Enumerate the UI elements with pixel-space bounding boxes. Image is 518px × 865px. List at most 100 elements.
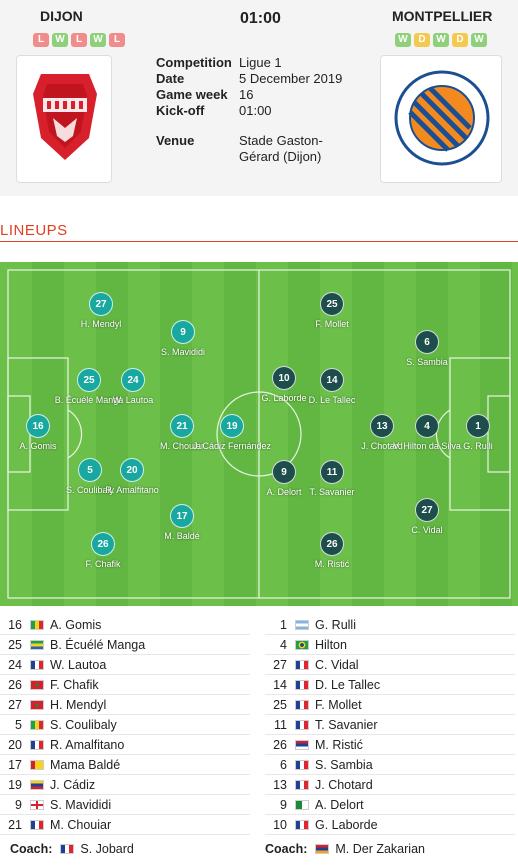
brazil-flag-icon	[295, 639, 309, 650]
roster-number: 9	[280, 797, 287, 812]
roster-player-name[interactable]: M. Ristić	[315, 737, 363, 752]
roster-player-name[interactable]: G. Laborde	[315, 817, 378, 832]
france-flag-icon	[295, 719, 309, 730]
roster-player-name[interactable]: S. Mavididi	[50, 797, 112, 812]
info-value[interactable]: Stade Gaston-Gérard (Dijon)	[239, 133, 323, 164]
roster-row: 9 A. Delort	[265, 795, 515, 815]
info-label: Date	[156, 71, 185, 86]
player-name: S. Coulibaly	[65, 485, 115, 495]
roster-row: 24 W. Lautoa	[0, 655, 250, 675]
roster-number: 27	[8, 697, 22, 712]
player-name: M. Ristić	[314, 559, 350, 569]
roster-player-name[interactable]: A. Delort	[315, 797, 364, 812]
roster-player-name[interactable]: M. Chouiar	[50, 817, 112, 832]
home-coach: Coach: S. Jobard	[10, 842, 134, 856]
away-team-logo[interactable]	[380, 55, 502, 183]
roster-player-name[interactable]: S. Coulibaly	[50, 717, 117, 732]
roster-player-name[interactable]: G. Rulli	[315, 617, 356, 632]
france-flag-icon	[30, 739, 44, 750]
roster-number: 24	[8, 657, 22, 672]
player-number: 26	[320, 532, 344, 556]
roster-number: 11	[274, 717, 287, 732]
home-team-name[interactable]: DIJON	[40, 8, 83, 24]
player-number: 10	[272, 366, 296, 390]
roster-player-name[interactable]: B. Écuélé Manga	[50, 637, 146, 652]
roster-player-name[interactable]: R. Amalfitano	[50, 737, 125, 752]
roster-player-name[interactable]: A. Gomis	[50, 617, 102, 632]
roster-number: 4	[280, 637, 287, 652]
roster-player-name[interactable]: D. Le Tallec	[315, 677, 381, 692]
roster-player-name[interactable]: C. Vidal	[315, 657, 359, 672]
roster-player-name[interactable]: J. Cádiz	[50, 777, 96, 792]
info-value[interactable]: Ligue 1	[239, 55, 282, 70]
player-number: 19	[220, 414, 244, 438]
form-badge: D	[414, 33, 430, 47]
info-date: Date 5 December 2019	[156, 71, 349, 87]
roster-player-name[interactable]: Mama Baldé	[50, 757, 121, 772]
argentina-flag-icon	[295, 619, 309, 630]
roster-row: 26 F. Chafik	[0, 675, 250, 695]
player-number: 26	[91, 532, 115, 556]
roster-number: 25	[8, 637, 22, 652]
match-info-table: Competition Ligue 1 Date 5 December 2019…	[156, 55, 349, 167]
player-number: 27	[89, 292, 113, 316]
player-name: D. Le Tallec	[308, 395, 356, 405]
roster-player-name[interactable]: J. Chotard	[315, 777, 373, 792]
france-flag-icon	[295, 759, 309, 770]
player-name: M. Baldé	[164, 531, 200, 541]
roster-number: 13	[273, 777, 287, 792]
roster-player-name[interactable]: F. Mollet	[315, 697, 362, 712]
roster-player-name[interactable]: S. Sambia	[315, 757, 373, 772]
gabon-flag-icon	[30, 639, 44, 650]
player-number: 13	[370, 414, 394, 438]
info-label: Competition	[156, 55, 232, 70]
away-player[interactable]: 26 M. Ristić	[292, 532, 372, 569]
away-coach-name[interactable]: M. Der Zakarian	[335, 842, 425, 856]
roster-player-name[interactable]: W. Lautoa	[50, 657, 107, 672]
roster-player-name[interactable]: F. Chafik	[50, 677, 99, 692]
lineups-heading: LINEUPS	[0, 222, 68, 239]
armenia-flag-icon	[315, 844, 330, 854]
roster-player-name[interactable]: Hilton	[315, 637, 347, 652]
roster-number: 14	[273, 677, 287, 692]
info-label: Venue	[156, 133, 195, 148]
away-team-name[interactable]: MONTPELLIER	[392, 8, 493, 24]
home-team-logo[interactable]	[16, 55, 112, 183]
player-name: C. Vidal	[411, 525, 443, 535]
france-flag-icon	[295, 679, 309, 690]
roster-player-name[interactable]: H. Mendyl	[50, 697, 107, 712]
france-flag-icon	[295, 819, 309, 830]
roster-number: 26	[8, 677, 22, 692]
home-coach-name[interactable]: S. Jobard	[80, 842, 134, 856]
roster-row: 27 H. Mendyl	[0, 695, 250, 715]
mali-flag-icon	[30, 719, 44, 730]
roster-number: 19	[8, 777, 22, 792]
roster-player-name[interactable]: T. Savanier	[315, 717, 378, 732]
